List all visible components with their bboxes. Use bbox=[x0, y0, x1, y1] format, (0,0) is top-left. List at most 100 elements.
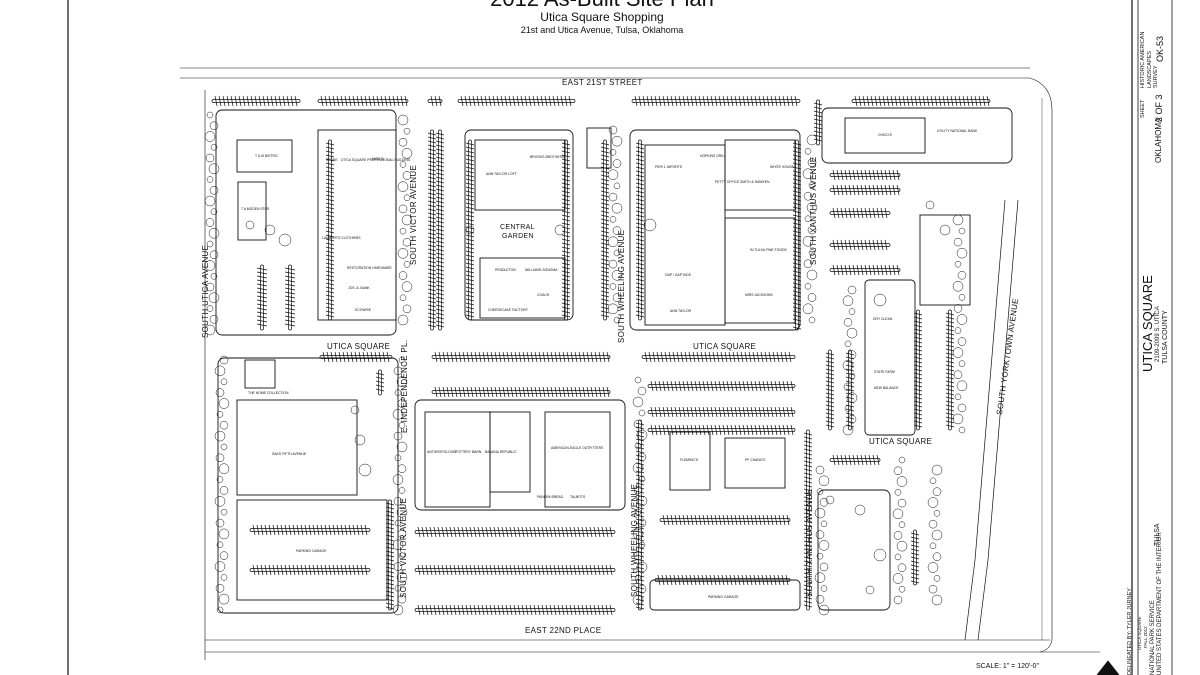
parking-column bbox=[792, 139, 802, 331]
tree bbox=[814, 572, 826, 583]
parking-row bbox=[211, 95, 301, 107]
titleblock-year: FALL 2012 bbox=[1143, 626, 1148, 648]
tree bbox=[893, 531, 903, 540]
store-label: MISS B bbox=[372, 157, 384, 161]
store-label: AMERICAN EAGLE OUTFITTERS bbox=[551, 446, 604, 450]
tree bbox=[843, 318, 853, 327]
tree bbox=[819, 498, 829, 507]
tree bbox=[612, 293, 622, 302]
tree bbox=[952, 347, 964, 358]
tree bbox=[847, 414, 857, 424]
tree bbox=[818, 604, 830, 616]
parking-column bbox=[945, 309, 955, 431]
tree bbox=[842, 295, 854, 307]
parking-row bbox=[249, 564, 371, 576]
tree bbox=[931, 529, 943, 541]
tree bbox=[206, 111, 214, 119]
tree bbox=[633, 485, 643, 495]
tree bbox=[933, 510, 941, 517]
tree bbox=[848, 308, 856, 315]
tree bbox=[633, 419, 643, 429]
tree bbox=[398, 552, 406, 559]
tree bbox=[393, 431, 403, 441]
tree bbox=[846, 327, 858, 339]
store-label: RESTORATION HARDWARE bbox=[347, 266, 392, 270]
tree bbox=[816, 552, 824, 560]
tree bbox=[953, 304, 963, 313]
store-label: SAKS FIFTH AVENUE bbox=[272, 452, 307, 456]
tree bbox=[932, 487, 942, 496]
parking-row bbox=[641, 351, 796, 363]
tree bbox=[638, 409, 646, 417]
tree bbox=[632, 396, 644, 408]
store-label: SMITH & HAWKEN bbox=[740, 180, 770, 184]
tree bbox=[815, 594, 825, 604]
tree bbox=[397, 529, 407, 539]
store-label: NEW BALANCE bbox=[874, 386, 899, 390]
tree bbox=[206, 305, 214, 312]
tree bbox=[214, 365, 226, 377]
parking-column bbox=[910, 529, 920, 586]
parking-row bbox=[829, 184, 901, 196]
parking-column bbox=[813, 99, 823, 146]
tree bbox=[954, 327, 962, 334]
tree bbox=[957, 271, 967, 280]
tree bbox=[873, 548, 887, 562]
tree bbox=[398, 421, 406, 429]
tree bbox=[637, 452, 647, 462]
tree bbox=[634, 442, 642, 450]
tree bbox=[219, 486, 229, 495]
tree bbox=[393, 562, 403, 571]
store-label: UTICA SQUARE PROFESSIONAL BUILDING bbox=[341, 158, 411, 162]
tree bbox=[608, 192, 618, 202]
tree bbox=[632, 594, 644, 606]
tree bbox=[218, 463, 230, 474]
tree bbox=[637, 584, 647, 594]
tree bbox=[804, 215, 812, 222]
tree bbox=[957, 403, 967, 413]
tree bbox=[898, 521, 906, 528]
tree bbox=[892, 573, 904, 584]
tree bbox=[893, 466, 903, 476]
tree bbox=[397, 594, 407, 604]
tree bbox=[806, 202, 818, 213]
tree bbox=[927, 562, 939, 573]
store-label: LAMBERTS CLOTHIERS bbox=[322, 236, 361, 240]
tree bbox=[957, 337, 967, 346]
tree bbox=[398, 137, 408, 147]
tree bbox=[958, 360, 966, 367]
parking-column bbox=[635, 419, 645, 611]
tree bbox=[393, 497, 403, 506]
tree bbox=[807, 293, 817, 302]
tree bbox=[846, 392, 858, 403]
tree bbox=[401, 281, 413, 292]
tree bbox=[214, 430, 226, 442]
store-label: CHICO'S bbox=[878, 133, 892, 137]
store-label: COACH bbox=[537, 293, 550, 297]
tree bbox=[636, 429, 648, 441]
store-label: T A MODEN STAR bbox=[241, 207, 270, 211]
tree bbox=[394, 454, 402, 462]
tree bbox=[818, 475, 830, 487]
tree bbox=[398, 487, 406, 494]
street-label-south-xanthus-south: SOUTH XANTHUS AVENUE bbox=[805, 488, 814, 597]
titleblock-nps: NATIONAL PARK SERVICE bbox=[1150, 600, 1156, 675]
street-label-east-21st: EAST 21ST STREET bbox=[562, 78, 643, 87]
tree bbox=[634, 574, 642, 582]
parking-row bbox=[829, 207, 891, 219]
tree bbox=[953, 237, 963, 247]
tree bbox=[215, 453, 225, 463]
tree bbox=[219, 551, 229, 560]
tree bbox=[209, 121, 219, 130]
tree bbox=[865, 585, 875, 595]
parking-row bbox=[457, 95, 576, 107]
tree bbox=[932, 552, 942, 561]
street-label-east-22nd: EAST 22ND PLACE bbox=[525, 626, 602, 635]
parking-column bbox=[845, 349, 855, 431]
drive-label-utica-square-east: UTICA SQUARE bbox=[869, 437, 933, 446]
parking-row bbox=[659, 514, 791, 526]
tree bbox=[216, 541, 224, 549]
store-label: JOS. A. BANK bbox=[348, 286, 370, 290]
tree bbox=[206, 176, 214, 183]
tree bbox=[634, 508, 642, 516]
